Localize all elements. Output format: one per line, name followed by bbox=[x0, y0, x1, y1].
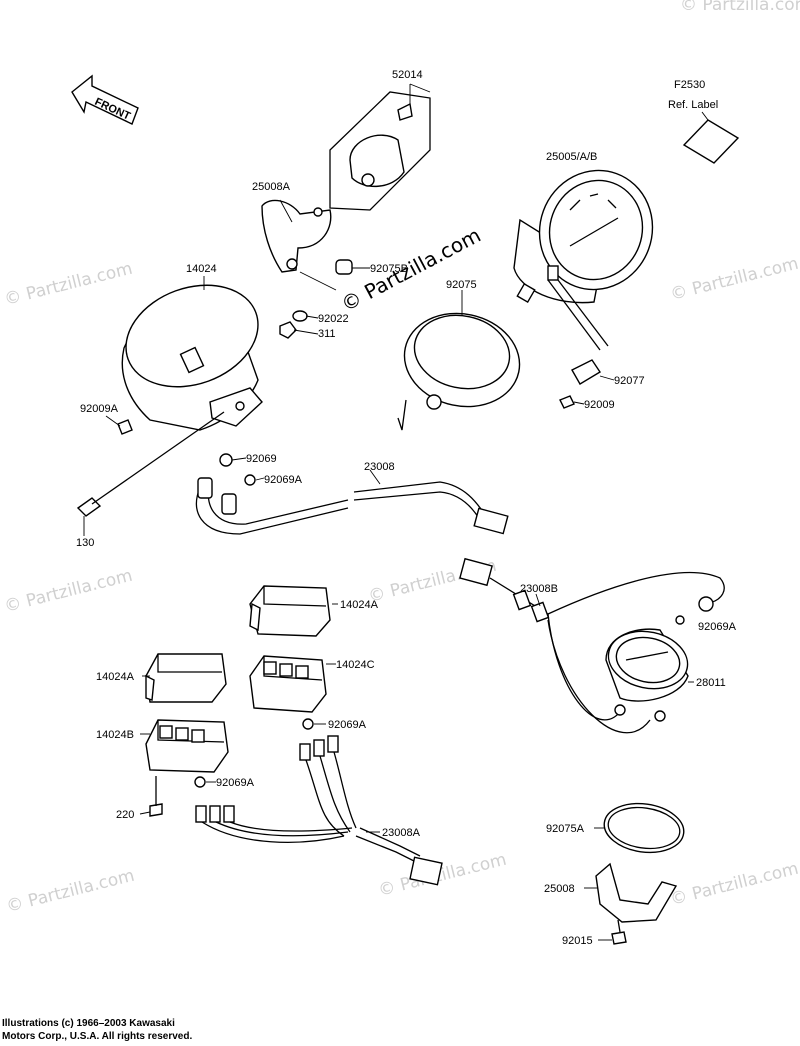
speedometer-25005 bbox=[513, 169, 654, 351]
housing-14024A-lower bbox=[142, 653, 227, 703]
label-92069A-1: 92069A bbox=[264, 474, 303, 486]
label-311: 311 bbox=[318, 328, 336, 340]
label-220: 220 bbox=[116, 809, 134, 821]
copyright-footer: Illustrations (c) 1966–2003 Kawasaki Mot… bbox=[2, 1017, 192, 1043]
watermark-text: © Partzilla.com bbox=[2, 259, 134, 310]
meter-case-14024 bbox=[121, 276, 263, 431]
label-23008A: 23008A bbox=[382, 827, 421, 839]
part-labels: 52014 25008A 25005/A/B 14024 92075B 9202… bbox=[76, 69, 737, 947]
bracket-25008A bbox=[261, 199, 332, 273]
screw-220 bbox=[139, 776, 163, 817]
label-14024A-2: 14024A bbox=[96, 671, 135, 683]
label-14024B: 14024B bbox=[96, 729, 134, 741]
copyright-line-1: Illustrations (c) 1966–2003 Kawasaki bbox=[2, 1018, 175, 1029]
label-92075A: 92075A bbox=[546, 823, 585, 835]
harness-23008B bbox=[459, 557, 725, 734]
label-92015: 92015 bbox=[562, 935, 593, 947]
watermark-layer: © Partzilla.com © Partzilla.com © Partzi… bbox=[2, 0, 800, 917]
watermark-text: © Partzilla.com bbox=[668, 254, 800, 305]
label-92077: 92077 bbox=[614, 375, 645, 387]
watermark-text: © Partzilla.com bbox=[2, 566, 134, 617]
label-23008B: 23008B bbox=[520, 583, 558, 595]
housing-14024C bbox=[249, 655, 336, 713]
watermark-text: © Partzilla.com bbox=[668, 859, 800, 910]
label-14024A-1: 14024A bbox=[340, 599, 379, 611]
gauge-28011 bbox=[605, 628, 694, 702]
washer-nut bbox=[279, 310, 319, 339]
grommet-92077 bbox=[559, 359, 615, 409]
label-25008A: 25008A bbox=[252, 181, 291, 193]
watermark-text: © Partzilla.com bbox=[4, 866, 136, 917]
ring-92075 bbox=[397, 290, 521, 431]
harness-23008 bbox=[195, 453, 509, 535]
watermark-center: © Partzilla.com bbox=[337, 223, 485, 317]
label-28011: 28011 bbox=[696, 677, 726, 689]
label-25005: 25005/A/B bbox=[546, 151, 597, 163]
label-92009A: 92009A bbox=[80, 403, 119, 415]
label-92009: 92009 bbox=[584, 399, 615, 411]
ref-label-block: F2530 Ref. Label bbox=[668, 79, 740, 164]
label-23008: 23008 bbox=[364, 461, 395, 473]
label-92069A-2: 92069A bbox=[698, 621, 737, 633]
label-92069A-3: 92069A bbox=[328, 719, 367, 731]
watermark-text: © Partzilla.com bbox=[376, 850, 508, 901]
ref-label-sticker bbox=[682, 119, 740, 164]
label-92075B: 92075B bbox=[370, 263, 408, 275]
switch-52014 bbox=[329, 83, 431, 211]
bracket-25008 bbox=[584, 862, 678, 945]
housing-14024B bbox=[140, 719, 229, 773]
ref-code: F2530 bbox=[674, 79, 705, 91]
label-92069: 92069 bbox=[246, 453, 277, 465]
label-14024: 14024 bbox=[186, 263, 217, 275]
label-130: 130 bbox=[76, 537, 94, 549]
label-52014: 52014 bbox=[392, 69, 423, 81]
label-92069A-4: 92069A bbox=[216, 777, 255, 789]
front-arrow-icon: FRONT bbox=[71, 74, 139, 125]
copyright-line-2: Motors Corp., U.S.A. All rights reserved… bbox=[2, 1031, 193, 1042]
label-92022: 92022 bbox=[318, 313, 349, 325]
label-92075: 92075 bbox=[446, 279, 477, 291]
grommet-92075B bbox=[299, 259, 370, 291]
watermark-text: © Partzilla.com bbox=[680, 0, 800, 15]
housing-14024A-upper bbox=[249, 585, 338, 637]
ref-label-text: Ref. Label bbox=[668, 99, 718, 111]
harness-23008A bbox=[195, 735, 443, 886]
screw-92009A bbox=[76, 411, 225, 536]
label-25008: 25008 bbox=[544, 883, 575, 895]
label-14024C: 14024C bbox=[336, 659, 375, 671]
ring-92075A bbox=[594, 802, 685, 854]
bulb-92069A bbox=[194, 718, 326, 788]
